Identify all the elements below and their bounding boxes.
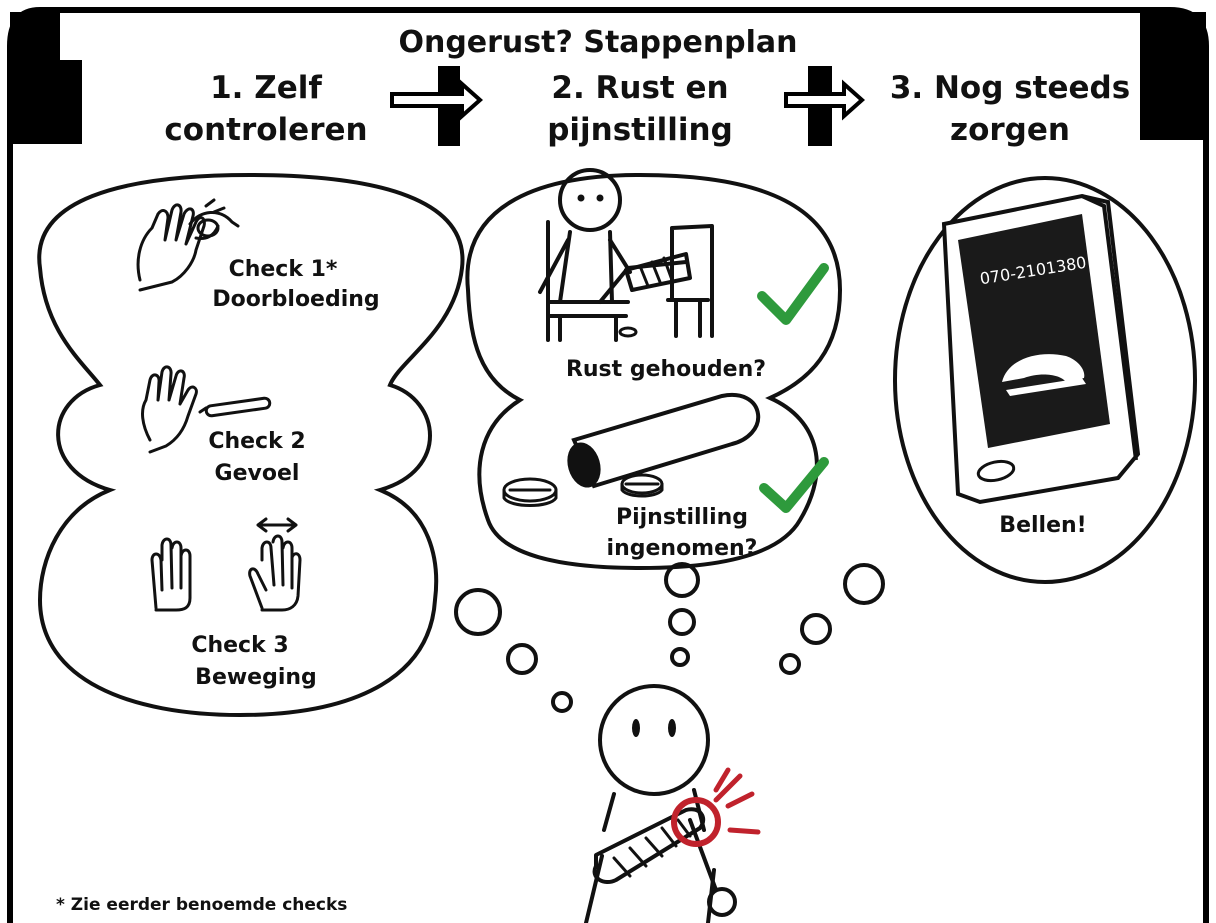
hand-move-icon [248,517,302,612]
svg-text:1. Zelf: 1. Zelf [210,70,322,106]
arrow-right-icon [784,66,866,146]
svg-text:pijnstilling: pijnstilling [547,112,733,148]
check-3-title: Check 3 [191,633,288,658]
hand-still-icon [150,537,192,612]
page-title: Ongerust? Stappenplan [398,25,797,60]
step-2-label: 2. Rust en pijnstilling [547,70,733,148]
frame [7,7,1209,923]
rest-question: Rust gehouden? [566,357,766,382]
check-2-subtitle: Gevoel [215,461,300,486]
resting-person-icon [538,168,714,342]
pain-question-line2: ingenomen? [607,536,758,561]
pain-question-line1: Pijnstilling [616,505,748,530]
corner-block-right [1140,12,1206,140]
step-3-label: 3. Nog steeds zorgen [890,70,1130,148]
worried-person-icon [584,684,737,923]
rest-cloud [465,172,843,571]
footnote: * Zie eerder benoemde checks [56,895,347,915]
check-3-subtitle: Beweging [195,665,317,690]
pain-indicator-icon [671,767,761,847]
phone-icon [941,193,1141,505]
checks-cloud [37,172,465,718]
check-2-title: Check 2 [208,429,305,454]
step-1-label: 1. Zelf controleren [164,70,367,148]
hand-touch-icon [141,365,272,454]
pill-bottle-icon [502,393,761,507]
svg-text:zorgen: zorgen [950,112,1070,148]
checkmark-icon [759,457,829,513]
checkmark-icon [757,263,829,325]
arrow-right-icon [390,66,484,146]
check-1-title: Check 1* [229,257,338,282]
svg-text:controleren: controleren [164,112,367,148]
svg-text:3. Nog steeds: 3. Nog steeds [890,70,1130,106]
call-action: Bellen! [999,513,1086,538]
pinch-hand-icon [136,198,240,292]
thought-trail [454,562,885,713]
check-1-subtitle: Doorbloeding [212,287,379,312]
svg-text:2. Rust en: 2. Rust en [551,70,728,106]
